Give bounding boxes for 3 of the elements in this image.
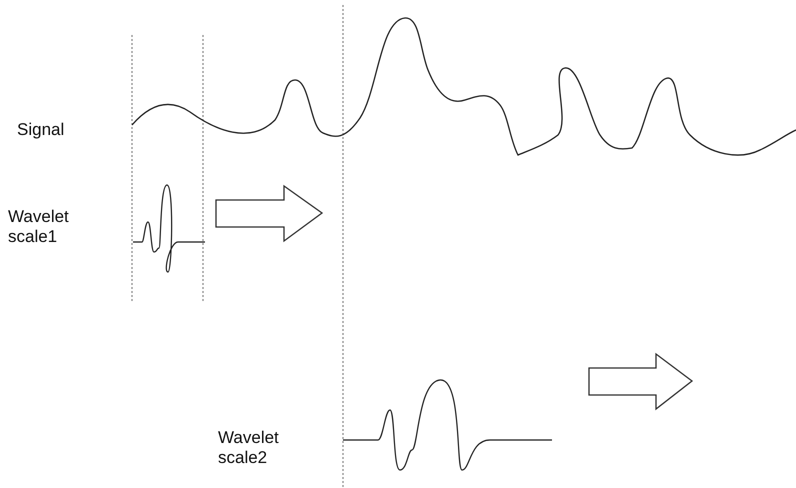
axis-label: Wavelet scale2 — [218, 428, 280, 469]
axis-label: Wavelet scale1 — [8, 207, 70, 248]
axis-label: Signal — [17, 120, 64, 140]
